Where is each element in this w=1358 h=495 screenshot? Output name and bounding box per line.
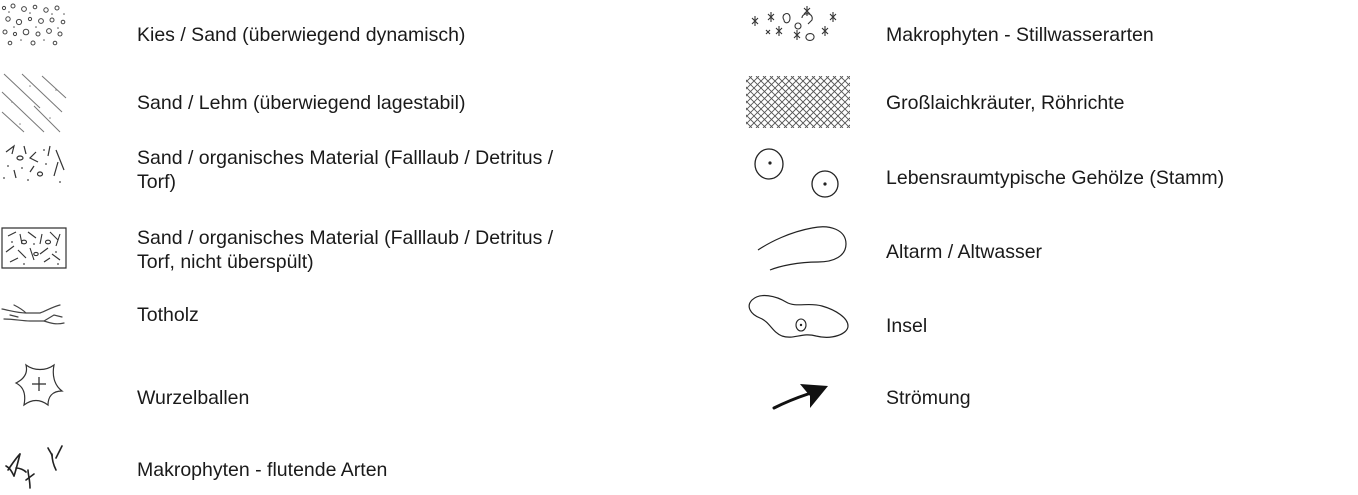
oxbow-icon [752, 222, 852, 278]
legend-label-oxbow: Altarm / Altwasser [886, 241, 1043, 263]
legend-label-sand-organic-line1: Sand / organisches Material (Falllaub / … [137, 147, 554, 169]
legend-label-gravel-sand: Kies / Sand (überwiegend dynamisch) [137, 24, 466, 46]
legend-label-floating-macrophytes: Makrophyten - flutende Arten [137, 459, 388, 481]
tree-trunks-icon [752, 146, 852, 202]
floating-macrophytes-icon [4, 444, 68, 492]
sand-organic-not-flooded-icon [0, 224, 68, 272]
legend-label-sand-organic-not-flooded-line1: Sand / organisches Material (Falllaub / … [137, 227, 554, 249]
legend-label-sand-loam: Sand / Lehm (überwiegend lagestabil) [137, 92, 466, 114]
sand-loam-hatch-icon [0, 72, 68, 134]
legend-label-flow: Strömung [886, 387, 971, 409]
legend-label-reeds: Großlaichkräuter, Röhrichte [886, 92, 1125, 114]
legend-label-still-water-macrophytes: Makrophyten - Stillwasserarten [886, 24, 1154, 46]
flow-arrow-icon [770, 380, 834, 414]
legend-label-deadwood: Totholz [137, 304, 199, 326]
still-water-macrophytes-icon [746, 6, 850, 46]
legend-label-island: Insel [886, 315, 928, 337]
root-ball-icon [14, 359, 68, 409]
legend-label-sand-organic-not-flooded-line2: Torf, nicht überspült) [137, 251, 314, 273]
sand-organic-material-icon [0, 140, 68, 186]
gravel-sand-pattern-icon [0, 2, 68, 46]
legend-label-sand-organic-line2: Torf) [137, 171, 176, 193]
deadwood-icon [0, 301, 68, 329]
island-icon [746, 290, 852, 346]
crosshatch-reeds-icon [746, 76, 850, 128]
legend-label-root-ball: Wurzelballen [137, 387, 250, 409]
legend-label-tree-trunks: Lebensraumtypische Gehölze (Stamm) [886, 167, 1225, 189]
